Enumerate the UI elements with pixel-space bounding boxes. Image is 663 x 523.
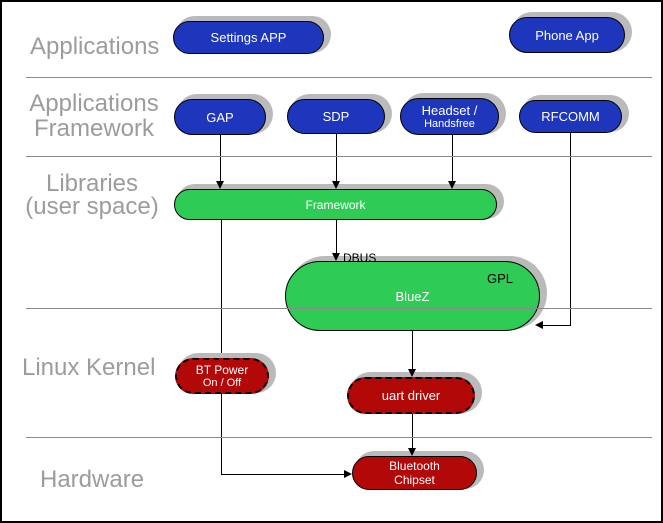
node-framework: Framework bbox=[174, 189, 497, 220]
connector-sdp-framework bbox=[336, 134, 337, 189]
node-bt-power-line2: On / Off bbox=[202, 377, 242, 389]
divider-framework bbox=[26, 156, 652, 157]
node-rfcomm: RFCOMM bbox=[519, 100, 622, 133]
node-uart-driver-label: uart driver bbox=[381, 388, 441, 403]
node-headset-line2: Handsfree bbox=[424, 118, 475, 130]
layer-label-app-framework-line2: Framework bbox=[33, 115, 154, 142]
node-bluez-label: BlueZ bbox=[395, 288, 430, 304]
arrowhead-headset-framework bbox=[448, 181, 456, 189]
node-bluez: GPL BlueZ bbox=[285, 261, 540, 331]
node-bluetooth-chipset-line2: Chipset bbox=[394, 473, 435, 487]
arrowhead-rfcomm-bluez bbox=[535, 321, 543, 329]
node-phone-app-label: Phone App bbox=[535, 27, 599, 43]
layer-label-hardware: Hardware bbox=[40, 466, 145, 493]
connector-framework-btpower-down bbox=[221, 220, 222, 474]
arrowhead-gap-framework bbox=[216, 181, 224, 189]
connector-bluez-uart bbox=[412, 331, 413, 377]
layer-label-libraries-line1: Libraries bbox=[45, 170, 139, 197]
layer-label-app-framework: Applications Framework bbox=[26, 91, 162, 141]
layer-label-app-framework-line1: Applications bbox=[29, 90, 159, 117]
connector-rfcomm-bluez bbox=[542, 325, 571, 326]
node-sdp-label: SDP bbox=[322, 109, 350, 124]
arrowhead-uart-chipset bbox=[408, 448, 416, 456]
node-phone-app: Phone App bbox=[509, 17, 625, 53]
connector-btpower-chipset bbox=[221, 474, 346, 475]
node-gap-label: GAP bbox=[206, 109, 234, 125]
node-bluetooth-chipset: Bluetooth Chipset bbox=[352, 456, 477, 490]
gpl-badge: GPL bbox=[486, 271, 513, 286]
node-bluetooth-chipset-line1: Bluetooth bbox=[389, 459, 440, 473]
node-uart-driver: uart driver bbox=[347, 377, 475, 414]
arrowhead-btpower-chipset bbox=[344, 470, 352, 478]
connector-framework-bluez bbox=[336, 220, 337, 261]
node-framework-label: Framework bbox=[305, 197, 366, 212]
node-headset-line1: Headset / bbox=[421, 103, 478, 118]
node-settings-app-label: Settings APP bbox=[210, 30, 287, 45]
node-gap: GAP bbox=[174, 99, 266, 135]
connector-headset-framework bbox=[452, 135, 453, 189]
divider-applications bbox=[26, 77, 652, 78]
arrowhead-bluez-uart bbox=[408, 369, 416, 377]
node-settings-app: Settings APP bbox=[173, 21, 324, 54]
node-rfcomm-label: RFCOMM bbox=[541, 109, 600, 124]
dbus-label: DBUS bbox=[343, 251, 377, 265]
connector-uart-chipset bbox=[412, 414, 413, 456]
layer-label-linux-kernel: Linux Kernel bbox=[22, 354, 156, 381]
connector-rfcomm-down bbox=[570, 133, 571, 325]
node-bt-power-line1: BT Power bbox=[195, 363, 249, 377]
layer-label-libraries: Libraries (user space) bbox=[16, 170, 168, 220]
arrowhead-dbus-bluez bbox=[332, 253, 340, 261]
connector-gap-framework bbox=[220, 135, 221, 189]
layer-label-applications: Applications bbox=[30, 33, 160, 60]
node-bt-power: BT Power On / Off bbox=[175, 358, 269, 394]
divider-kernel bbox=[26, 308, 652, 309]
layer-label-libraries-line2: (user space) bbox=[25, 193, 159, 220]
node-headset-handsfree: Headset / Handsfree bbox=[400, 98, 499, 135]
arrowhead-sdp-framework bbox=[332, 181, 340, 189]
divider-hardware bbox=[26, 437, 652, 438]
node-sdp: SDP bbox=[287, 99, 385, 134]
